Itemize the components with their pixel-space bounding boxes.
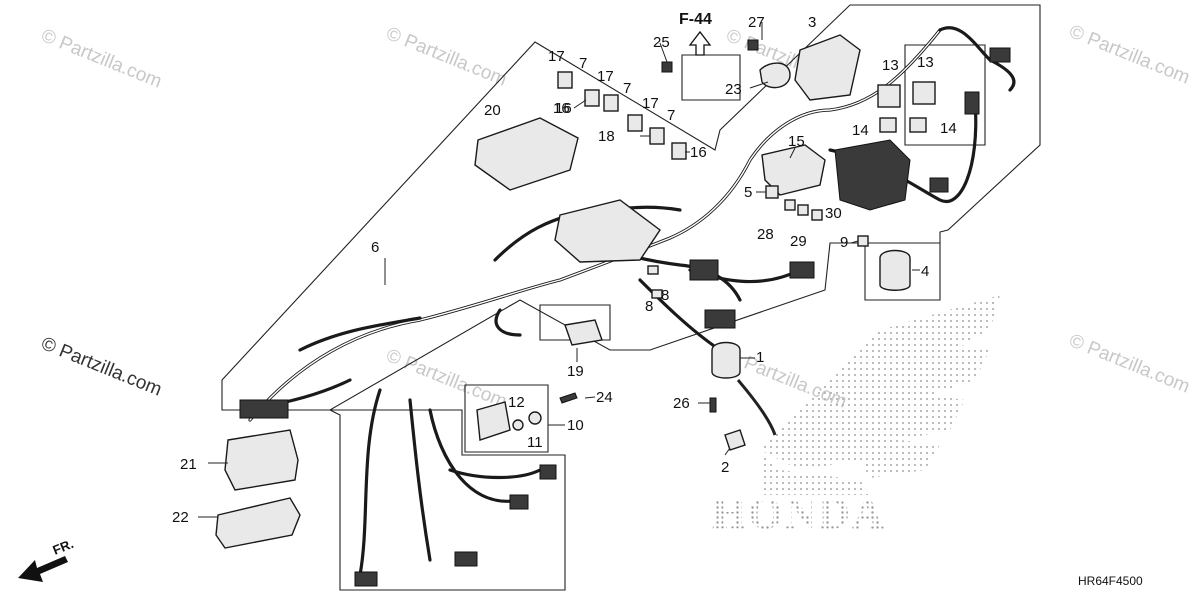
partzilla-credit: © Partzilla.com (38, 333, 165, 400)
callout-label: 24 (596, 389, 613, 406)
callout-label: 13 (882, 57, 899, 74)
callout-label: 30 (825, 205, 842, 222)
watermark: © Partzilla.com (1066, 21, 1193, 88)
honda-brand-text: HONDA (712, 489, 886, 538)
callouts: 1 2 3 4 5 6 7 7 7 8 8 9 10 11 12 13 13 1… (172, 14, 957, 526)
parts (215, 34, 1011, 587)
callout-label: 2 (721, 459, 729, 476)
leader-lines (198, 22, 920, 518)
callout-label: 5 (744, 184, 752, 201)
callout-label: 16 (553, 100, 570, 117)
reference-label: F-44 (679, 11, 712, 28)
callout-label: 26 (673, 395, 690, 412)
callout-label: 20 (484, 102, 501, 119)
callout-label: 25 (653, 34, 670, 51)
watermark: © Partzilla.com (1066, 330, 1193, 397)
callout-label: 28 (757, 226, 774, 243)
callout-label: 8 (661, 287, 669, 304)
callout-label: 19 (567, 363, 584, 380)
callout-label: 7 (579, 55, 587, 72)
callout-label: 16 (555, 100, 572, 117)
callout-label: 8 (645, 298, 653, 315)
callout-label: 1 (756, 349, 764, 366)
callout-label: 4 (921, 263, 929, 280)
callout-label: 9 (840, 234, 848, 251)
watermark: © Partzilla.com (383, 23, 510, 90)
part-20-cover (474, 117, 579, 191)
front-arrow-icon (18, 556, 68, 582)
callout-label: 23 (725, 81, 742, 98)
callout-label: 29 (790, 233, 807, 250)
honda-wing-logo (760, 295, 1000, 495)
watermark: © Partzilla.com (38, 25, 165, 92)
callout-label: 6 (371, 239, 379, 256)
main-wire-harness (248, 26, 1016, 577)
callout-label: 13 (917, 54, 934, 71)
callout-label: 14 (852, 122, 869, 139)
callout-label: 7 (623, 80, 631, 97)
callout-label: 16 (690, 144, 707, 161)
reference-arrow (688, 30, 712, 56)
callout-label: 17 (597, 68, 614, 85)
diagram-code: HR64F4500 (1078, 574, 1143, 588)
callout-label: 27 (748, 14, 765, 31)
callout-label: 18 (598, 128, 615, 145)
front-label: FR. (51, 536, 76, 558)
callout-label: 12 (508, 394, 525, 411)
callout-label: 17 (548, 48, 565, 65)
callout-label: 15 (788, 133, 805, 150)
callout-label: 17 (642, 95, 659, 112)
callout-label: 11 (527, 434, 543, 451)
callout-label: 14 (940, 120, 957, 137)
watermark: © Partzilla.com (383, 345, 510, 412)
callout-label: 7 (667, 107, 675, 124)
callout-label: 3 (808, 14, 816, 31)
callout-label: 21 (180, 456, 197, 473)
callout-label: 10 (567, 417, 584, 434)
callout-label: 22 (172, 509, 189, 526)
